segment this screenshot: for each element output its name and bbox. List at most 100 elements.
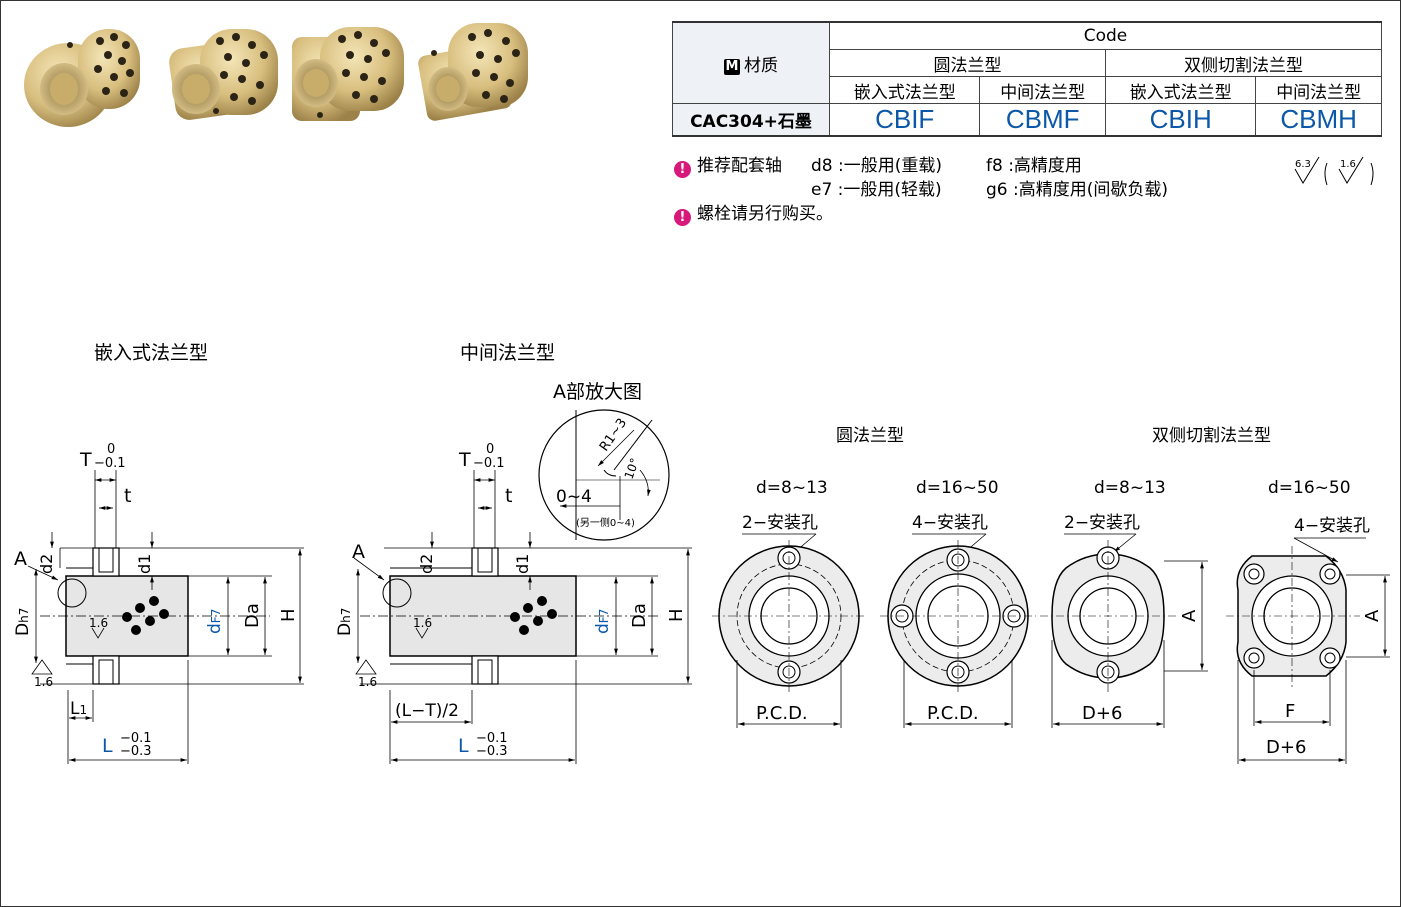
L-tol-upper: −0.1	[120, 731, 152, 746]
T-tol-lower: −0.1	[94, 456, 126, 471]
embedded-bolt-hole-top	[92, 547, 120, 577]
round-2-pcd: P.C.D.	[756, 703, 808, 724]
L-label-middle: L	[458, 735, 469, 757]
round-flange-4-holes: d=16~50 4−安装孔 P.C.D.	[880, 478, 1036, 728]
sub-header-3: 嵌入式法兰型	[1104, 76, 1257, 104]
material-value: CAC304+石墨	[672, 103, 830, 137]
Da-label: Da	[242, 603, 263, 628]
t-label: t	[124, 485, 131, 507]
Dh7-label: Dh7	[13, 608, 33, 636]
cut-2-A-label: A	[1179, 609, 1200, 622]
cut-flange-2-holes: d=8~13 2−安装孔 A D+6	[1040, 478, 1208, 728]
note-f8: f8 :高精度用	[986, 156, 1082, 176]
alert-icon: !	[674, 161, 691, 178]
code-cbif: CBIF	[828, 103, 981, 137]
note-g6: g6 :高精度用(间歇负载)	[986, 180, 1169, 200]
sub-header-2: 中间法兰型	[979, 76, 1106, 104]
round-title: 圆法兰型	[836, 426, 904, 446]
L-tol-upper-middle: −0.1	[476, 731, 508, 746]
roughness-shaft: 1.6	[34, 675, 53, 689]
middle-title: 中间法兰型	[460, 342, 556, 364]
Da-label-middle: Da	[629, 603, 650, 628]
round-4-holes-label: 4−安装孔	[912, 513, 988, 533]
roughness-b: 1.6	[1340, 159, 1356, 170]
roughness-a: 6.3	[1295, 159, 1311, 170]
shaft-label: 推荐配套轴	[697, 156, 782, 176]
d2-label: d2	[37, 554, 56, 574]
code-cbmh: CBMH	[1255, 103, 1382, 137]
LT-label: (L−T)/2	[395, 701, 459, 721]
cut-2-holes-label: 2−安装孔	[1064, 513, 1140, 533]
note-e7: e7 :一般用(轻载)	[811, 180, 942, 200]
T-tol-upper: 0	[107, 442, 115, 457]
cut-2-d-range: d=8~13	[1094, 478, 1166, 498]
T-label: T	[79, 449, 92, 471]
T-label-middle: T	[458, 449, 471, 471]
product-photos	[24, 23, 528, 127]
A-label: A	[14, 548, 27, 570]
code-cbih: CBIH	[1104, 103, 1257, 137]
H-label: H	[278, 608, 299, 622]
material-badge: M	[724, 58, 740, 75]
cut-2-dplus6: D+6	[1082, 703, 1122, 724]
material-header: 材质	[744, 55, 778, 76]
cut-4-holes-label: 4−安装孔	[1294, 516, 1370, 536]
Dh7-label-middle: Dh7	[335, 608, 355, 636]
roughness-body: 1.6	[89, 616, 108, 630]
roughness-symbols: 6.3 1.6	[1294, 156, 1374, 186]
L-tol-lower-middle: −0.3	[476, 744, 508, 759]
dF7-label: dF7	[205, 609, 225, 634]
dF7-label-middle: dF7	[593, 609, 613, 634]
round-flange-2-holes: d=8~13 2−安装孔 P.C.D.	[712, 478, 866, 728]
roughness-shaft-middle: 1.6	[358, 675, 377, 689]
round-4-pcd: P.C.D.	[927, 703, 979, 724]
d2-label-middle: d2	[417, 554, 436, 574]
code-cbmf: CBMF	[979, 103, 1106, 137]
H-label-middle: H	[666, 608, 687, 622]
round-4-d-range: d=16~50	[916, 478, 999, 498]
detail-note: (另一侧0~4)	[576, 516, 635, 529]
sub-header-1: 嵌入式法兰型	[828, 76, 981, 104]
alert-icon: !	[674, 209, 691, 226]
embedded-title: 嵌入式法兰型	[94, 342, 209, 364]
d1-label: d1	[135, 554, 154, 574]
detail-A-drawing: R1~3 10° 0~4 (另一侧0~4)	[538, 409, 670, 541]
round-2-holes-label: 2−安装孔	[742, 513, 818, 533]
photo-round-middle	[169, 29, 278, 120]
detail-angle: 10°	[622, 456, 642, 481]
cut-4-F-label: F	[1285, 701, 1295, 722]
embedded-bolt-hole-bottom	[92, 655, 120, 685]
sub-header-4: 中间法兰型	[1255, 76, 1382, 104]
L-label: L	[102, 735, 113, 757]
embedded-flange-drawing: T 0 −0.1 t A d2 d1 Dh7 dF7 Da H 1.6 1.6 …	[13, 442, 304, 764]
middle-graphite-plugs	[510, 596, 557, 635]
round-2-d-range: d=8~13	[756, 478, 828, 498]
cut-4-dplus6: D+6	[1266, 737, 1306, 758]
note-d8: d8 :一般用(重载)	[811, 156, 943, 176]
cut-flange-4-holes: d=16~50 4−安装孔 A F D+6	[1226, 478, 1390, 764]
bolts-text: 螺栓请另行购买。	[697, 204, 833, 224]
photo-round-embedded	[24, 29, 140, 127]
L1-label: L1	[70, 699, 87, 719]
middle-bolt-hole-top	[471, 547, 499, 577]
L-tol-lower: −0.3	[120, 744, 152, 759]
cut-4-A-label: A	[1362, 609, 1383, 622]
T-tol-upper-middle: 0	[486, 442, 494, 457]
cut-title: 双侧切割法兰型	[1152, 426, 1271, 446]
t-label-middle: t	[505, 485, 512, 507]
photo-cut-middle	[418, 23, 528, 121]
cut-4-d-range: d=16~50	[1268, 478, 1351, 498]
cut-flange-header: 双侧切割法兰型	[1104, 49, 1383, 77]
detail-title: A部放大图	[553, 381, 642, 403]
middle-bolt-hole-bottom	[471, 655, 499, 685]
middle-flange-drawing: T 0 −0.1 t A d2 d1 Dh7 dF7 Da H 1.6 1.6 …	[335, 442, 692, 764]
photo-cut-embedded	[292, 27, 404, 121]
A-label-middle: A	[352, 541, 365, 563]
T-tol-lower-middle: −0.1	[473, 456, 505, 471]
d1-label-middle: d1	[513, 554, 532, 574]
roughness-body-middle: 1.6	[413, 616, 432, 630]
detail-range: 0~4	[556, 487, 592, 507]
